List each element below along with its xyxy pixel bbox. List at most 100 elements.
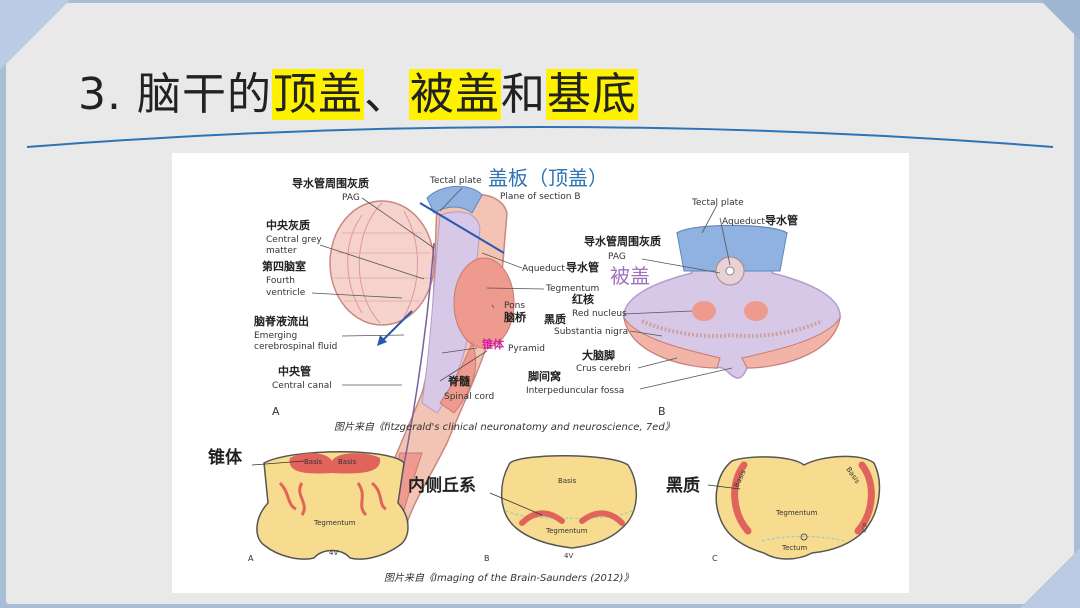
label-plane-section-b: Plane of section B bbox=[500, 192, 581, 202]
b-4v: 4V bbox=[564, 552, 573, 560]
label-csf-en1: Emerging bbox=[254, 331, 297, 341]
b-letter: B bbox=[484, 554, 490, 563]
label-central-grey-cn: 中央灰质 bbox=[266, 218, 310, 232]
label-pag-en-b: PAG bbox=[608, 252, 626, 262]
title-separator: 、 bbox=[363, 69, 409, 120]
c-credit: ICP bbox=[861, 522, 870, 533]
label-pag-cn-b: 导水管周围灰质 bbox=[584, 234, 661, 248]
label-aqueduct-en-a: Aqueduct bbox=[522, 264, 565, 274]
corner-decoration-top-left bbox=[0, 0, 70, 70]
brainstem-figure: 导水管周围灰质 PAG 中央灰质 Central grey matter 第四脑… bbox=[208, 166, 881, 584]
red-nucleus-left bbox=[692, 301, 716, 321]
label-aqueduct-cn-a: 导水管 bbox=[566, 260, 599, 274]
label-pag-cn-a: 导水管周围灰质 bbox=[292, 176, 369, 190]
title-underline-curve bbox=[26, 126, 1054, 148]
bottom-figure-b: Basis Tegmentum 4V B 内侧丘系 bbox=[408, 455, 638, 563]
label-aqueduct-cn-b: 导水管 bbox=[765, 213, 798, 227]
corner-decoration-top-right bbox=[1040, 0, 1080, 40]
plane-of-section-line bbox=[419, 202, 505, 254]
slide-title: 3. 脑干的顶盖、被盖和基底 bbox=[78, 58, 638, 122]
aqueduct-small bbox=[800, 533, 808, 541]
label-pons-cn: 脑桥 bbox=[504, 310, 527, 324]
c-tectum: Tectum bbox=[781, 544, 807, 552]
label-red-nucleus-en: Red nucleus bbox=[572, 309, 627, 319]
label-csf-cn: 脑脊液流出 bbox=[254, 314, 309, 328]
label-fourth-ventricle-en2: ventricle bbox=[266, 288, 306, 298]
tectum-region-b bbox=[676, 225, 788, 272]
bottom-figure-a: Basis Basis Tegmentum 4V A 锥体 bbox=[208, 447, 409, 563]
label-pag-en-a: PAG bbox=[342, 193, 360, 203]
a-basis-left: Basis bbox=[304, 458, 323, 466]
medulla-outline bbox=[256, 451, 409, 560]
substantia-nigra-left bbox=[731, 461, 752, 535]
corner-decoration-bottom-right bbox=[1020, 548, 1080, 608]
bottom-figure-c: Basis Basis Tegmentum Tectum C ICP 黑质 bbox=[666, 455, 881, 563]
label-central-grey-en1: Central grey bbox=[266, 235, 322, 245]
title-prefix: 3. 脑干的 bbox=[78, 69, 272, 120]
pons-outline bbox=[500, 455, 638, 549]
a-pyramid-label: 锥体 bbox=[208, 447, 243, 468]
cerebellum-drawing bbox=[329, 200, 435, 326]
label-pyramid-en: Pyramid bbox=[508, 344, 545, 354]
aqueduct-dot bbox=[725, 266, 735, 276]
a-basis-right: Basis bbox=[338, 458, 357, 466]
c-letter: C bbox=[712, 554, 718, 563]
pons-shape bbox=[453, 257, 515, 349]
label-crus-cerebri-en: Crus cerebri bbox=[576, 364, 631, 374]
label-fossa-cn: 脚间窝 bbox=[528, 369, 561, 383]
a-tegmentum: Tegmentum bbox=[313, 519, 356, 527]
medial-lemniscus bbox=[519, 510, 625, 526]
label-tectum-cn: 盖板（顶盖） bbox=[488, 166, 608, 190]
tectal-plate-shape bbox=[426, 185, 483, 214]
tectum-boundary bbox=[761, 536, 845, 542]
b-lemniscus-label: 内侧丘系 bbox=[408, 475, 476, 496]
title-highlight-basis: 基底 bbox=[545, 69, 638, 120]
medulla-olive bbox=[278, 481, 387, 517]
b-tegmentum: Tegmentum bbox=[545, 527, 588, 535]
label-central-canal-cn: 中央管 bbox=[278, 364, 311, 378]
midbrain-bottom-outline bbox=[715, 455, 881, 560]
label-pyramid-cn: 锥体 bbox=[482, 337, 505, 351]
label-substantia-nigra-cn: 黑质 bbox=[544, 312, 566, 326]
a-4v: 4V bbox=[329, 549, 338, 557]
label-crus-cerebri-cn: 大脑脚 bbox=[582, 348, 615, 362]
label-central-grey-en2: matter bbox=[266, 246, 297, 256]
label-fourth-ventricle-en1: Fourth bbox=[266, 276, 295, 286]
csf-arrow-head bbox=[377, 335, 387, 346]
csf-arrow-line bbox=[381, 310, 413, 342]
figure-b-letter: B bbox=[658, 405, 666, 418]
pyramid-shape bbox=[439, 341, 477, 414]
label-tegmentum-a: Tegmentum bbox=[545, 284, 599, 294]
a-letter: A bbox=[248, 554, 254, 563]
substantia-nigra-right bbox=[854, 461, 875, 535]
label-fourth-ventricle-cn: 第四脑室 bbox=[262, 259, 306, 273]
label-tectal-plate-a: Tectal plate bbox=[429, 176, 482, 186]
figure-a-leader-lines bbox=[311, 187, 545, 386]
figure-a-letter: A bbox=[272, 405, 280, 418]
crus-cerebri-region bbox=[623, 316, 841, 369]
label-aqueduct-en-b: Aqueduct bbox=[722, 217, 765, 227]
figure-b-cross-section: Tectal plate Aqueduct 导水管 导水管周围灰质 PAG 被盖… bbox=[526, 198, 841, 418]
label-pons-en: Pons bbox=[504, 301, 525, 311]
figure-panel: 导水管周围灰质 PAG 中央灰质 Central grey matter 第四脑… bbox=[172, 153, 909, 593]
label-fossa-en: Interpeduncular fossa bbox=[526, 386, 624, 396]
label-tectal-plate-b: Tectal plate bbox=[691, 198, 744, 208]
caption-fitzgerald: 图片来自《fitzgerald's clinical neuronatomy a… bbox=[334, 421, 675, 433]
label-csf-en2: cerebrospinal fluid bbox=[254, 342, 337, 352]
medulla-pyramids bbox=[289, 453, 381, 474]
b-basis: Basis bbox=[558, 477, 577, 485]
substantia-nigra-band bbox=[641, 319, 823, 339]
c-nigra-label: 黑质 bbox=[666, 476, 700, 496]
caption-saunders: 图片来自《Imaging of the Brain-Saunders (2012… bbox=[384, 572, 633, 584]
figure-b-leader-lines bbox=[623, 204, 733, 390]
title-highlight-tectum: 顶盖 bbox=[271, 69, 364, 120]
title-highlight-tegmentum: 被盖 bbox=[408, 69, 501, 120]
c-tegmentum: Tegmentum bbox=[775, 509, 818, 517]
red-nucleus-right bbox=[744, 301, 768, 321]
figure-a-sagittal: 导水管周围灰质 PAG 中央灰质 Central grey matter 第四脑… bbox=[254, 166, 608, 534]
title-conjunction: 和 bbox=[500, 69, 546, 120]
label-red-nucleus-cn: 红核 bbox=[572, 292, 594, 306]
label-substantia-nigra-en: Substantia nigra bbox=[554, 327, 628, 337]
label-spinal-cord-cn: 脊髓 bbox=[447, 374, 471, 388]
